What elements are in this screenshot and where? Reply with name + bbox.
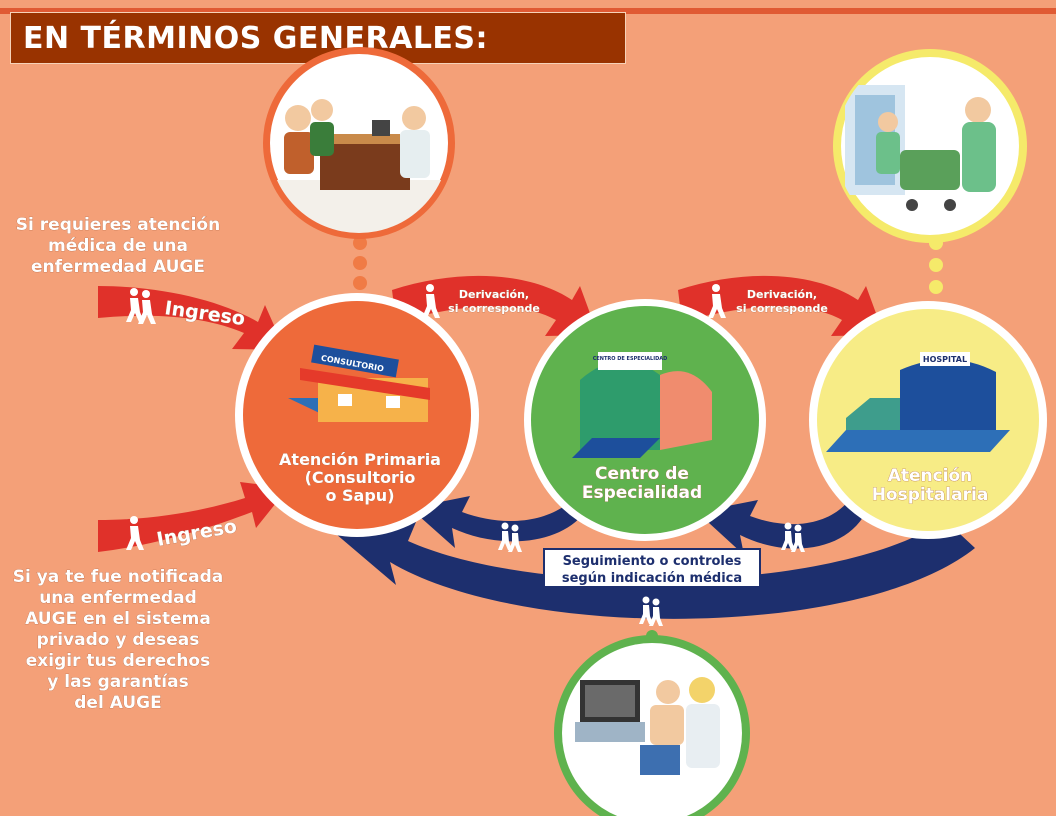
person-walking-icon <box>126 516 144 550</box>
people-walking-icon <box>126 288 156 324</box>
note-bottom-line-3: AUGE en el sistema <box>25 609 211 629</box>
note-top-line-1: Si requieres atención <box>16 215 220 235</box>
primary-label-line-3: o Sapu) <box>325 486 394 505</box>
followup-line-1: Seguimiento o controles <box>563 554 742 569</box>
note-top-line-2: médica de una <box>48 236 188 256</box>
note-bottom-line-2: una enfermedad <box>39 588 197 608</box>
hospital-scene-illustration <box>833 49 1027 243</box>
specialty-label-line-2: Especialidad <box>582 483 702 503</box>
people-walking-icon <box>781 522 805 552</box>
person-walking-icon <box>708 284 726 318</box>
specialty-sign: CENTRO DE ESPECIALIDAD <box>593 356 668 362</box>
note-bottom-line-7: del AUGE <box>74 693 161 713</box>
return-arrow-hospital <box>697 496 868 555</box>
derivacion-arrow-1: Derivación, si corresponde <box>392 275 598 336</box>
followup-line-2: según indicación médica <box>562 571 742 586</box>
note-bottom-line-5: exigir tus derechos <box>26 651 210 671</box>
ingreso-label-top: Ingreso <box>163 297 246 330</box>
derivacion-2-line-1: Derivación, <box>747 288 817 301</box>
primary-label-line-1: Atención Primaria <box>279 450 441 469</box>
person-walking-icon <box>422 284 440 318</box>
primary-label-line-2: (Consultorio <box>305 468 416 487</box>
note-new-patient: Si requieres atención médica de una enfe… <box>15 215 220 278</box>
specialty-building-icon: CENTRO DE ESPECIALIDAD <box>572 352 712 458</box>
people-walking-icon <box>498 522 522 552</box>
people-walking-icon <box>639 596 663 626</box>
title-banner: EN TÉRMINOS GENERALES: <box>10 12 626 64</box>
primary-care-illustration <box>263 47 455 239</box>
clinic-building-icon: CONSULTORIO <box>288 344 430 422</box>
node-primary-care: CONSULTORIO Atención Primaria (Consultor… <box>235 293 479 537</box>
ingreso-arrow-bottom: Ingreso <box>98 482 288 552</box>
derivacion-1-line-2: si corresponde <box>448 302 540 315</box>
hospital-label-line-1: Atención <box>888 466 973 486</box>
hospital-label-line-2: Hospitalaria <box>872 485 989 505</box>
followup-arrows <box>336 496 975 619</box>
derivacion-2-line-2: si corresponde <box>736 302 828 315</box>
note-bottom-line-4: privado y deseas <box>37 630 200 650</box>
note-bottom-line-6: y las garantías <box>47 672 188 692</box>
node-specialty-center: CENTRO DE ESPECIALIDAD Centro de Especia… <box>524 299 766 541</box>
derivacion-arrow-2: Derivación, si corresponde <box>678 275 884 336</box>
note-top-line-3: enfermedad AUGE <box>31 257 205 277</box>
followup-label: Seguimiento o controles según indicación… <box>543 548 761 588</box>
return-arrow-specialty <box>410 496 585 548</box>
hospital-sign: HOSPITAL <box>923 355 967 364</box>
note-private-system: Si ya te fue notificada una enfermedad A… <box>12 567 224 714</box>
derivacion-1-line-1: Derivación, <box>459 288 529 301</box>
return-arrow-large <box>336 520 975 619</box>
ingreso-arrow-top: Ingreso <box>98 286 285 350</box>
specialty-label-line-1: Centro de <box>595 464 689 484</box>
note-bottom-line-1: Si ya te fue notificada <box>13 567 224 587</box>
hospital-building-icon: HOSPITAL <box>826 352 1010 452</box>
page-title: EN TÉRMINOS GENERALES: <box>23 21 489 56</box>
node-hospital: HOSPITAL Atención Hospitalaria <box>809 301 1047 539</box>
followup-illustration <box>554 635 750 816</box>
top-rule <box>0 8 1056 14</box>
